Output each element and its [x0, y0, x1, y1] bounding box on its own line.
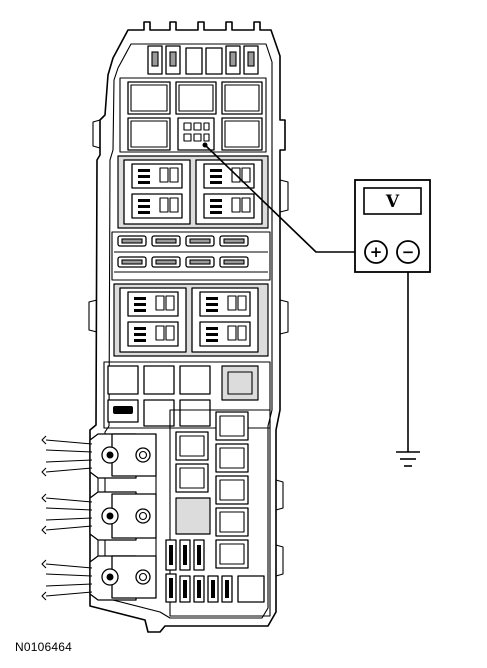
voltmeter-display-label: V [385, 192, 400, 212]
side-tab [92, 119, 101, 149]
svg-text:−: − [402, 243, 415, 261]
side-tab [279, 299, 289, 335]
top-relay-grid [119, 77, 267, 153]
positive-lead-wire [204, 144, 366, 253]
fuse-box-inner-frame [104, 43, 273, 619]
svg-text:+: + [370, 243, 383, 261]
negative-terminal: − [396, 240, 420, 264]
test-leads [202, 142, 409, 430]
voltmeter: V + − [354, 179, 431, 273]
side-tab [279, 179, 289, 213]
side-tab [275, 479, 284, 511]
battery-post-studs [41, 433, 157, 601]
upper-relay-pair [117, 155, 269, 229]
lower-fuse-block [165, 409, 271, 617]
middle-relay-cubes [103, 361, 271, 429]
side-tab [88, 299, 98, 333]
voltmeter-display [363, 187, 422, 215]
test-socket [177, 117, 215, 151]
fuse-box [41, 21, 289, 633]
figure-id-label: N0106464 [15, 640, 72, 654]
mini-fuse-rows [111, 231, 271, 281]
side-tab [275, 544, 284, 577]
fuse-box-outer-housing [89, 21, 286, 633]
ground-symbol-icon [396, 430, 420, 467]
top-connector-posts [147, 45, 259, 75]
positive-terminal: + [364, 240, 388, 264]
lower-relay-pair [113, 283, 269, 357]
